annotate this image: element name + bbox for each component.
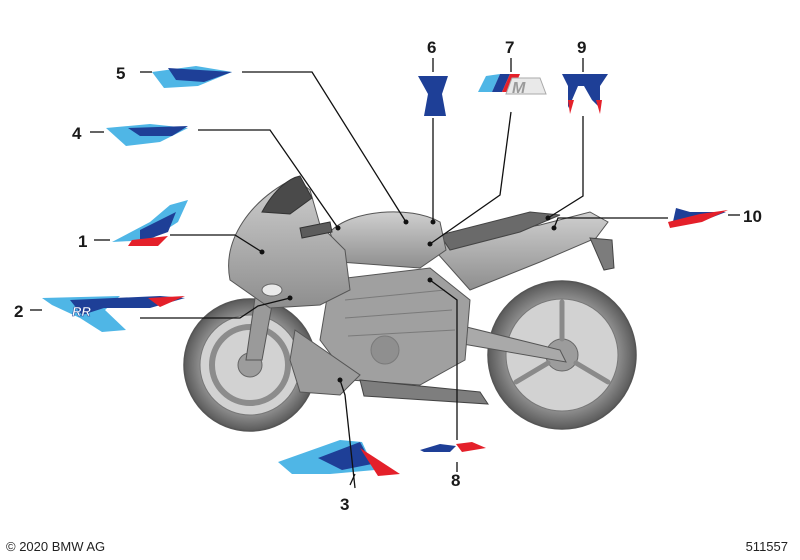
decal-6-tank-pad[interactable] xyxy=(418,76,448,116)
diagram-reference-number: 511557 xyxy=(745,539,788,554)
callout-1: 1 xyxy=(78,232,87,251)
decal-9-tail-emblem[interactable] xyxy=(562,74,608,114)
callout-3: 3 xyxy=(340,495,349,514)
copyright-notice: © 2020 BMW AG xyxy=(6,539,106,554)
callout-8: 8 xyxy=(451,471,460,490)
decal-8-frame[interactable] xyxy=(420,442,486,452)
tank-pad-text: M xyxy=(512,80,526,97)
callout-10: 10 xyxy=(743,207,762,226)
motorcycle-illustration xyxy=(183,175,637,432)
side-panel-text: RR xyxy=(72,304,91,319)
decal-3-belly-pan[interactable] xyxy=(278,440,400,476)
decal-10-tail-side[interactable] xyxy=(668,208,728,228)
leader-dots xyxy=(259,215,557,383)
decal-1-fairing-upper[interactable] xyxy=(112,200,188,246)
front-wheel xyxy=(183,298,317,432)
callout-2: 2 xyxy=(14,302,23,321)
decal-2-fairing-side[interactable]: RR xyxy=(42,296,185,332)
decal-5-tank-strip[interactable] xyxy=(152,66,232,88)
callout-7: 7 xyxy=(505,38,514,57)
decal-4-fairing-strip[interactable] xyxy=(106,124,188,146)
callout-5: 5 xyxy=(116,64,125,83)
callout-6: 6 xyxy=(427,38,436,57)
leader-lines xyxy=(30,58,740,489)
callout-9: 9 xyxy=(577,38,586,57)
callout-4: 4 xyxy=(72,124,82,143)
decal-7-m-emblem[interactable]: M xyxy=(478,74,547,97)
